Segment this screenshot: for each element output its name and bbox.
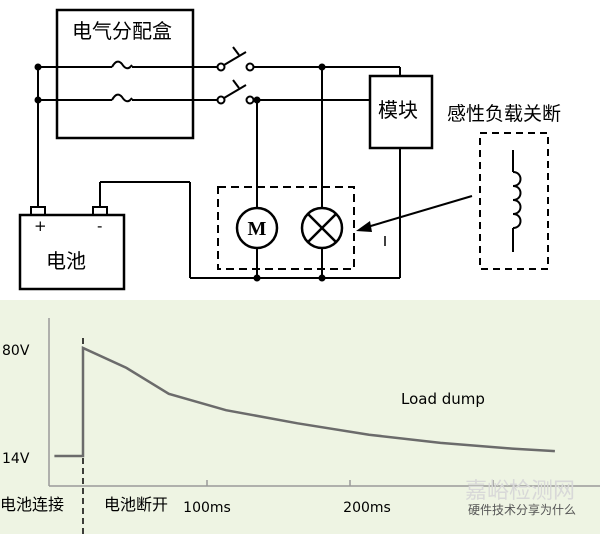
fuse-2 [111, 93, 133, 103]
switch-1-contact [245, 62, 255, 72]
y-tick-label-14v: 14V [2, 451, 30, 467]
junction [253, 274, 261, 282]
junction [318, 274, 326, 282]
module-box [368, 74, 434, 150]
switch-1-mark [232, 46, 240, 56]
inductive-title: 感性负载关断 [447, 103, 561, 125]
fuse-box [55, 8, 195, 140]
battery-plus-label: + [34, 217, 47, 235]
watermark-site: 嘉峪检测网 [465, 479, 575, 504]
switch-1-blade [223, 51, 247, 66]
switch-1-contact [216, 62, 226, 72]
load-dashed-box [217, 186, 355, 270]
battery-box [18, 213, 126, 291]
x-tick-label-200ms: 200ms [343, 500, 391, 516]
motor-label: M [248, 218, 267, 240]
voltage-curve [54, 346, 555, 458]
switch-2-contact [245, 95, 255, 105]
fuse-1 [111, 60, 133, 70]
battery-minus-label: - [97, 217, 102, 235]
inductor-coil [512, 171, 522, 229]
y-tick-label-80v: 80V [2, 343, 30, 359]
phase-label-connected: 电池连接 [0, 495, 64, 514]
inductive-dashed-box [479, 132, 549, 270]
switch-2-contact [216, 95, 226, 105]
chart-background [0, 300, 600, 534]
module-label: 模块 [378, 98, 418, 122]
switch-2-blade [223, 84, 247, 99]
load-dump-annotation: Load dump [401, 390, 485, 408]
battery-label: 电池 [46, 249, 86, 273]
circuit-diagram: 电气分配盒 模块 M + - 电池 [18, 8, 561, 291]
watermark-channel: 硬件技术分享为什么 [468, 502, 576, 517]
pointer-arrow [363, 195, 473, 229]
phase-label-disconnected: 电池断开 [104, 495, 168, 514]
fuse-box-label: 电气分配盒 [72, 19, 172, 43]
x-tick-label-100ms: 100ms [183, 500, 231, 516]
arrow-head-icon [356, 221, 372, 232]
switch-2-mark [232, 79, 240, 89]
lamp-cross [307, 213, 337, 243]
